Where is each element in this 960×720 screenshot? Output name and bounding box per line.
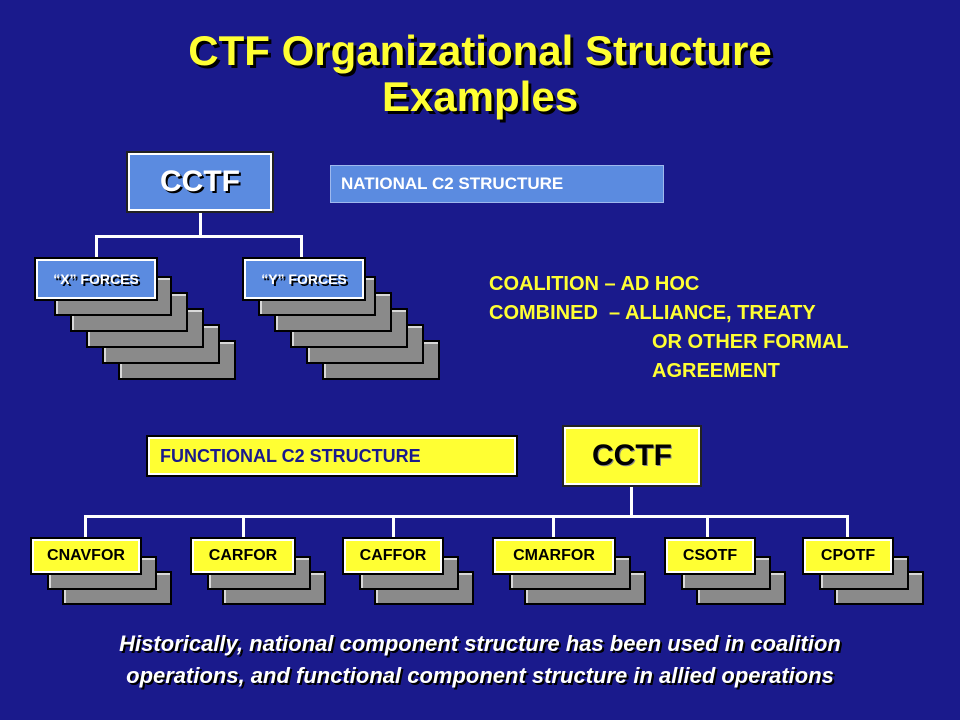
- y-forces-box: “Y” FORCES: [242, 257, 366, 301]
- national-c2-structure-label: NATIONAL C2 STRUCTURE: [330, 165, 664, 203]
- functional-c2-structure-label: FUNCTIONAL C2 STRUCTURE: [146, 435, 518, 477]
- cnavfor-box: CNAVFOR: [30, 537, 142, 575]
- national-connector-right: [300, 235, 303, 257]
- definition-combined-line-2: OR OTHER FORMAL: [652, 331, 849, 353]
- functional-connector-drop: [84, 515, 87, 539]
- functional-connector-drop: [846, 515, 849, 539]
- national-cctf-box: CCTF: [126, 151, 274, 213]
- caffor-box: CAFFOR: [342, 537, 444, 575]
- csotf-box: CSOTF: [664, 537, 756, 575]
- functional-connector-horizontal: [84, 515, 849, 518]
- cpotf-box: CPOTF: [802, 537, 894, 575]
- footer-line-2: operations, and functional component str…: [126, 663, 834, 688]
- definition-coalition: COALITION – AD HOC: [489, 273, 700, 295]
- national-connector-horizontal: [95, 235, 303, 238]
- national-connector-left: [95, 235, 98, 257]
- footer-line-1: Historically, national component structu…: [119, 631, 841, 656]
- functional-connector-drop: [552, 515, 555, 539]
- x-forces-box: “X” FORCES: [34, 257, 158, 301]
- functional-cctf-box: CCTF: [562, 425, 702, 487]
- cmarfor-box: CMARFOR: [492, 537, 616, 575]
- definition-combined-line-3: AGREEMENT: [652, 360, 780, 382]
- functional-connector-drop: [706, 515, 709, 539]
- title-line-2: Examples: [381, 73, 579, 120]
- functional-connector-vertical: [630, 487, 633, 517]
- carfor-box: CARFOR: [190, 537, 296, 575]
- national-connector-vertical: [199, 213, 202, 237]
- definition-combined: COMBINED – ALLIANCE, TREATY: [489, 302, 816, 324]
- functional-connector-drop: [242, 515, 245, 539]
- title-line-1: CTF Organizational Structure: [188, 27, 772, 74]
- functional-connector-drop: [392, 515, 395, 539]
